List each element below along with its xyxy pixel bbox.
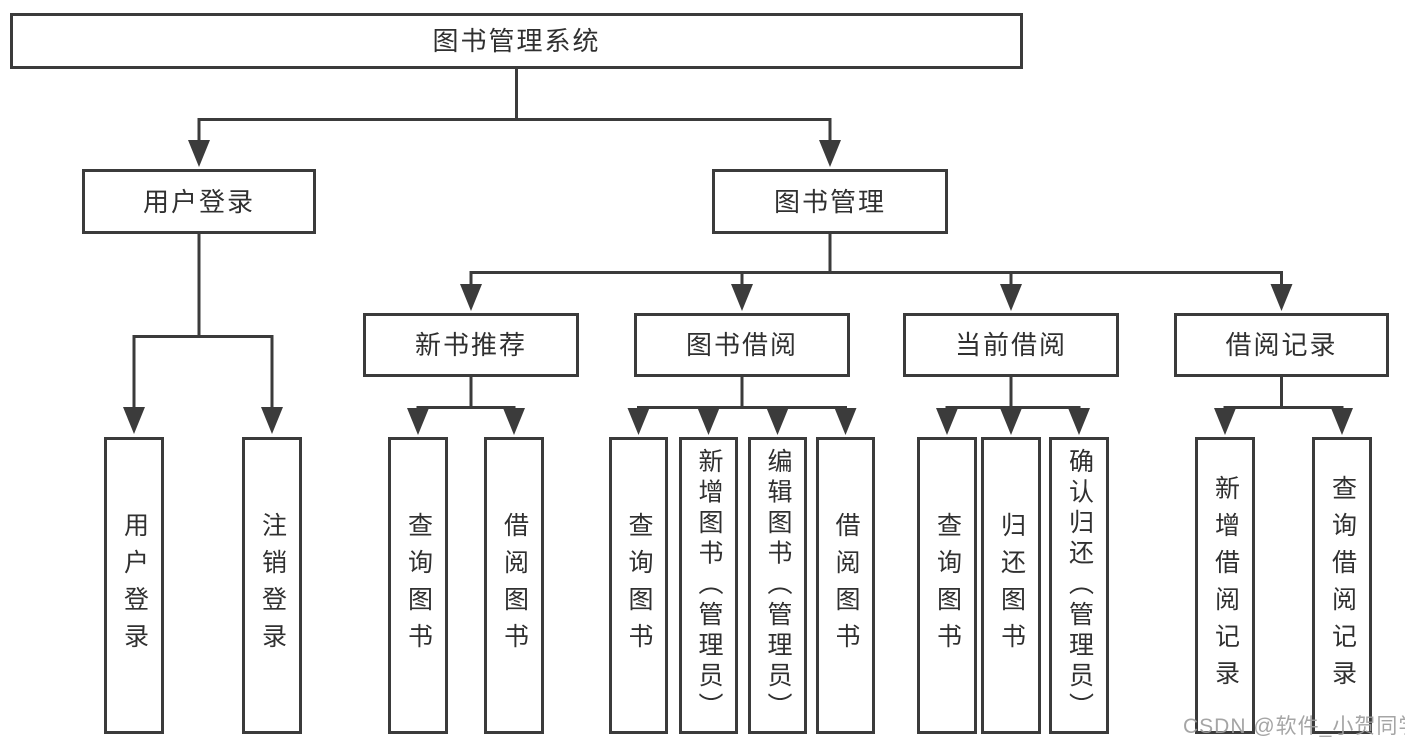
leaf-nb-borrow-books: 借阅图书 [484,437,544,734]
node-current-borrowing-label: 当前借阅 [954,330,1067,360]
leaf-cb-return-books: 归还图书 [981,437,1041,734]
node-book-management-label: 图书管理 [773,186,886,217]
node-book-borrowing: 图书借阅 [634,313,850,377]
node-new-book-recommend-label: 新书推荐 [414,330,527,360]
csdn-watermark: CSDN @软件_小贺同学 [1183,715,1405,738]
node-borrowing-records: 借阅记录 [1174,313,1389,377]
leaf-bb-borrow-books: 借阅图书 [816,437,875,734]
node-library-system-label: 图书管理系统 [432,26,601,56]
leaf-bb-edit-books-admin: 编辑图书（管理员） [748,437,807,734]
node-library-system: 图书管理系统 [10,13,1023,69]
leaf-nb-query-books: 查询图书 [388,437,448,734]
leaf-br-add-record: 新增借阅记录 [1195,437,1255,734]
node-user-login: 用户登录 [82,169,316,234]
node-borrowing-records-label: 借阅记录 [1225,330,1338,360]
leaf-cb-confirm-return-admin: 确认归还（管理员） [1049,437,1109,734]
leaf-logout: 注销登录 [242,437,302,734]
node-book-management: 图书管理 [712,169,948,234]
leaf-user-login: 用户登录 [104,437,164,734]
leaf-cb-query-books: 查询图书 [917,437,977,734]
node-new-book-recommend: 新书推荐 [363,313,579,377]
node-book-borrowing-label: 图书借阅 [685,330,798,360]
node-user-login-label: 用户登录 [142,186,255,217]
leaf-bb-query-books: 查询图书 [609,437,668,734]
leaf-br-query-record: 查询借阅记录 [1312,437,1372,734]
node-current-borrowing: 当前借阅 [903,313,1119,377]
leaf-bb-add-books-admin: 新增图书（管理员） [679,437,738,734]
